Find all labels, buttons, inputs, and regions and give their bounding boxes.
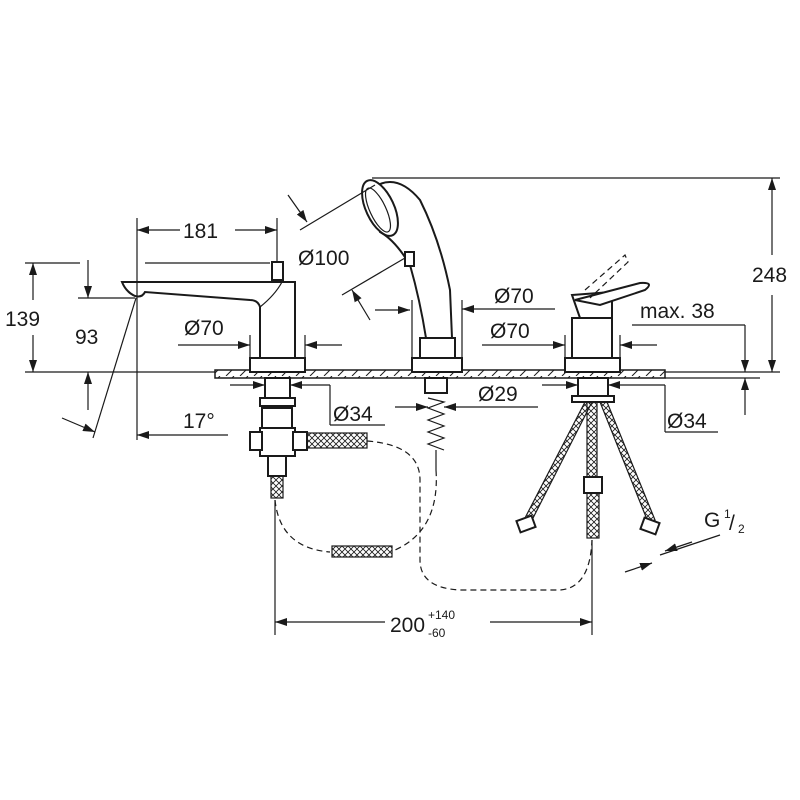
dim-139: 139 (5, 308, 40, 331)
dim-handshower-diameter: Ø100 (298, 247, 349, 270)
dim-200: 200 (390, 614, 425, 637)
dim-248: 248 (752, 264, 787, 287)
dim-thread: G (704, 509, 720, 532)
dim-mixer-base: Ø70 (490, 320, 530, 343)
dim-spout-base: Ø70 (184, 317, 224, 340)
dimension-labels: 181 Ø100 139 93 17° Ø70 Ø70 Ø70 max. 38 … (5, 220, 787, 640)
dim-200-minus: -60 (428, 626, 446, 640)
dim-thread-slash: / (729, 512, 735, 535)
dim-thread-num: 1 (724, 507, 731, 521)
dim-hole-34-left: Ø34 (333, 403, 373, 426)
dim-181: 181 (183, 220, 218, 243)
dim-angle: 17° (183, 410, 215, 433)
dim-thread-den: 2 (738, 522, 745, 536)
hose-route (274, 440, 593, 591)
dim-deck-max: max. 38 (640, 300, 715, 323)
dim-200-plus: +140 (428, 608, 455, 622)
dim-hole-34-right: Ø34 (667, 410, 707, 433)
dim-hole-29: Ø29 (478, 383, 518, 406)
dim-handshower-base: Ø70 (494, 285, 534, 308)
hand-shower (361, 179, 463, 470)
bath-spout (120, 261, 368, 499)
dimension-lines (25, 177, 780, 635)
single-lever-mixer (515, 254, 661, 539)
dim-93: 93 (75, 326, 98, 349)
